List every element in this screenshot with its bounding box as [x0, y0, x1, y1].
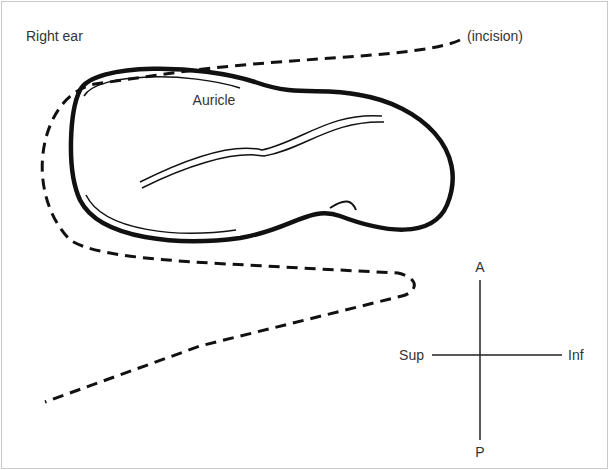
axis-line [479, 280, 481, 440]
axis-label: A [475, 260, 484, 274]
incision-line [42, 40, 460, 402]
view-label: Right ear [26, 29, 83, 43]
incision-label: (incision) [467, 29, 523, 43]
axis-label: P [475, 445, 484, 459]
auricle-outline [71, 69, 453, 241]
auricle-fold [142, 122, 384, 188]
auricle-detail [330, 201, 356, 210]
axis-label: Inf [568, 348, 584, 362]
axis-label: Sup [399, 348, 424, 362]
part-name: Auricle [193, 93, 236, 107]
auricle-detail [86, 195, 236, 233]
axis-line [432, 354, 562, 356]
